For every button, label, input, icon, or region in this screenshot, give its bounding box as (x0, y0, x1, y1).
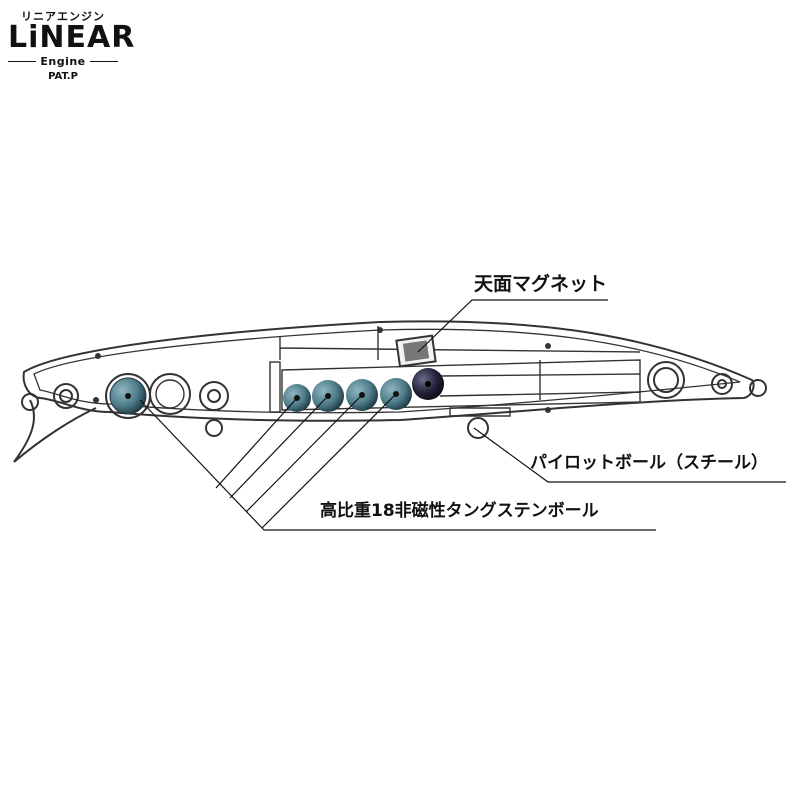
linear-engine-logo: リニアエンジン LiNEAR Engine PAT.P (8, 8, 136, 82)
screw (93, 397, 99, 403)
logo-wordmark: LiNEAR (8, 20, 136, 55)
label-pilot-ball: パイロットボール（スチール） (530, 452, 768, 473)
leader-top-magnet (417, 299, 608, 353)
ball-center-dot (425, 381, 431, 387)
logo-subtitle: Engine (40, 55, 86, 68)
line-tie-tail (711, 373, 767, 397)
leader-tungsten-front (139, 399, 265, 531)
logo-divider-left (8, 60, 37, 63)
leader-pilot-ball (473, 427, 786, 483)
leader-tungsten-2 (229, 395, 329, 499)
weight-chamber (269, 326, 641, 417)
lure-lip (13, 399, 97, 463)
screw (545, 407, 551, 413)
screw (377, 327, 383, 333)
tungsten-balls (283, 378, 412, 412)
leader-lines (139, 299, 786, 531)
logo-kana: リニアエンジン (21, 10, 105, 23)
screw (545, 343, 551, 349)
leader-tungsten-3 (245, 394, 363, 513)
logo-sub-row: Engine (8, 55, 118, 68)
tail-weight-cup (647, 361, 685, 399)
chamber-outline (281, 359, 641, 411)
screw (95, 353, 101, 359)
label-tungsten-balls: 高比重18非磁性タングステンボール (320, 500, 599, 521)
body-screws (93, 327, 551, 413)
chamber-upper-structure (279, 326, 641, 360)
logo-patent: PAT.P (48, 71, 78, 82)
logo-divider-right (89, 60, 118, 63)
belly-hanger-front (199, 381, 229, 437)
top-magnet (395, 334, 437, 368)
second-weight-socket-inner (155, 379, 185, 409)
ball-center-dot (125, 393, 131, 399)
leader-tungsten-1 (215, 397, 298, 489)
line-tie-nose (21, 383, 79, 411)
belly-hanger-rear (467, 417, 489, 439)
pilot-ball-stop (449, 407, 511, 417)
label-top-magnet: 天面マグネット (474, 272, 607, 295)
second-weight-socket (149, 373, 191, 415)
leader-tungsten-4 (261, 393, 397, 529)
chamber-stopper (269, 361, 281, 413)
front-weight-group (105, 373, 191, 419)
